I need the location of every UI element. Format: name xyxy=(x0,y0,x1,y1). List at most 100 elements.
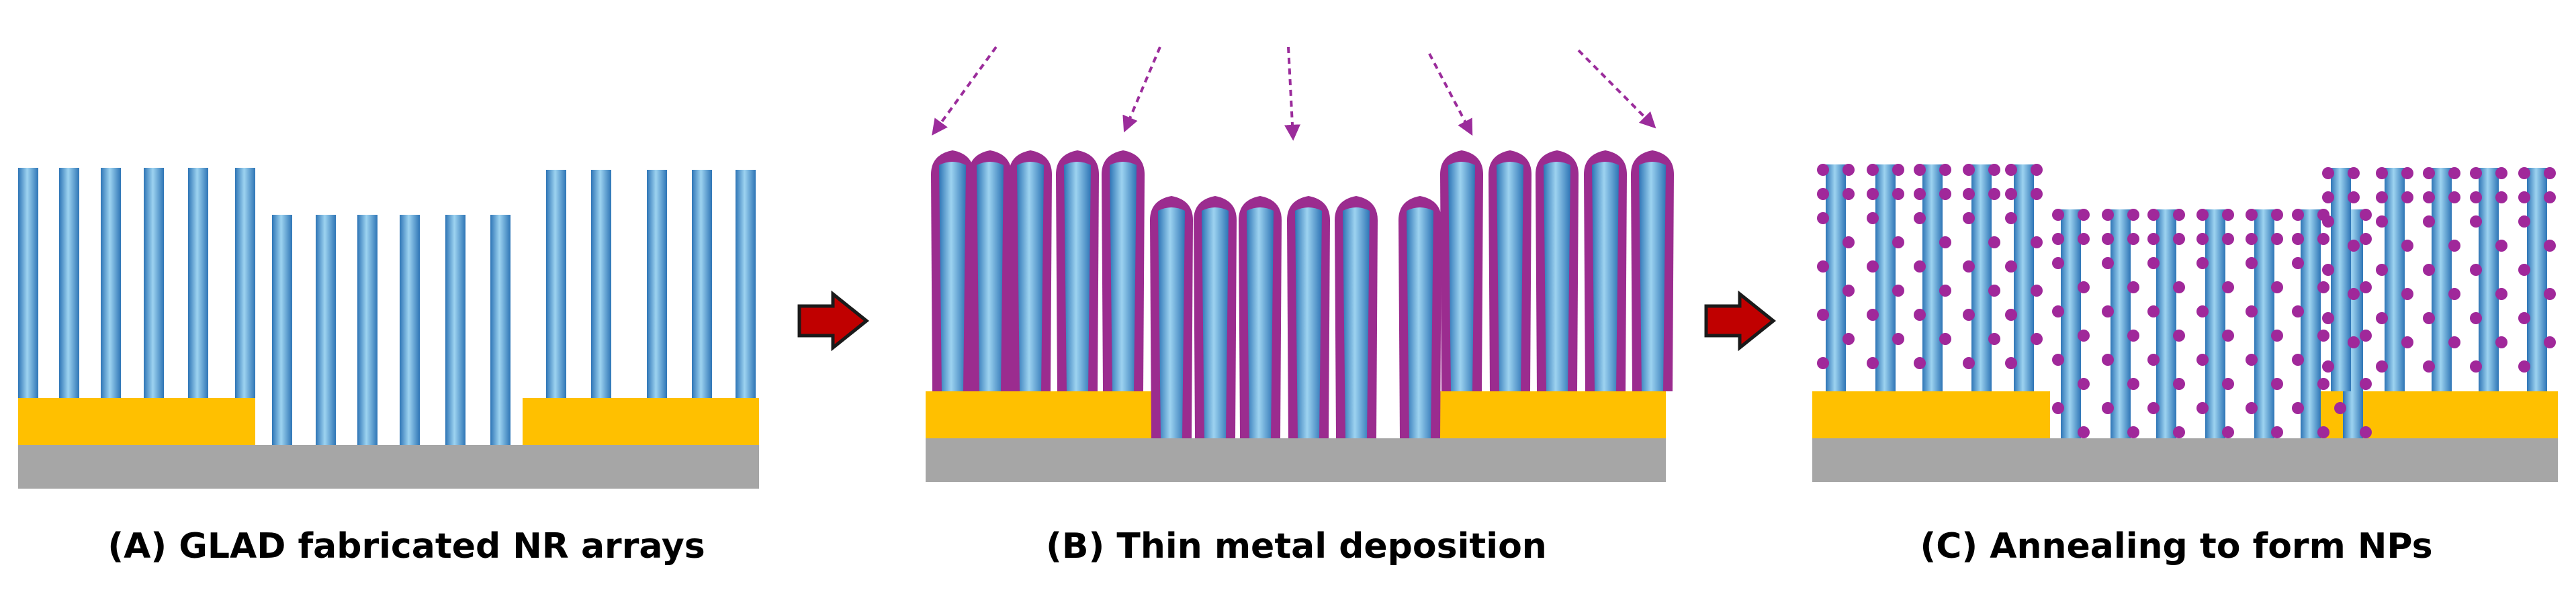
nanoparticle xyxy=(1817,188,1829,200)
nanorod-middle-3 xyxy=(357,215,377,445)
nanorod-left-6 xyxy=(235,168,255,398)
nanorod xyxy=(2205,209,2225,438)
nanoparticle xyxy=(2246,233,2258,245)
metal-pad-right xyxy=(523,398,759,445)
np-rod-left-5 xyxy=(2005,164,2043,391)
nanorod-right-2 xyxy=(591,170,611,398)
nanoparticle xyxy=(2246,209,2258,221)
nanoparticle xyxy=(2102,257,2114,269)
nanoparticle xyxy=(2147,402,2160,414)
nanoparticle xyxy=(2222,281,2234,293)
coated-rod-left-2 xyxy=(969,150,1012,391)
nanorod-middle-5 xyxy=(445,215,465,445)
nanorod-core xyxy=(1295,207,1322,438)
nanoparticle xyxy=(1817,212,1829,224)
nanoparticle xyxy=(2348,167,2360,179)
nanoparticle xyxy=(1817,260,1829,273)
nanoparticle xyxy=(2271,209,2283,221)
nanoparticle xyxy=(2448,191,2460,203)
caption-panel-b: (B) Thin metal deposition xyxy=(1046,526,1547,567)
coated-rod-middle-4 xyxy=(1287,196,1330,438)
process-arrows xyxy=(797,290,1777,352)
nanoparticle xyxy=(1867,309,1879,321)
nanoparticle xyxy=(2360,426,2372,438)
nanoparticle xyxy=(2052,305,2064,317)
nanoparticle xyxy=(2292,257,2304,269)
np-rod-right-5 xyxy=(2518,167,2556,391)
nanoparticle xyxy=(2544,167,2556,179)
coated-rod-left-3 xyxy=(1009,150,1052,391)
nanorod-core xyxy=(1064,162,1091,391)
metal-pad-right xyxy=(1431,391,1666,438)
nanoparticle xyxy=(2005,212,2017,224)
np-rod-left-4 xyxy=(1963,164,2000,391)
nanoparticle xyxy=(2292,233,2304,245)
nanorod-right-5 xyxy=(736,170,756,398)
nanoparticle xyxy=(2544,288,2556,300)
nanorod-core xyxy=(1110,162,1137,391)
nanoparticle xyxy=(2423,191,2435,203)
nanoparticle xyxy=(2102,402,2114,414)
deposition-arrow-5 xyxy=(1577,49,1656,129)
nanorod xyxy=(2111,209,2131,438)
panel-c-annealed-nanoparticles xyxy=(1812,164,2558,482)
nanoparticle xyxy=(2292,305,2304,317)
nanoparticle xyxy=(2271,330,2283,342)
nanoparticle xyxy=(2031,333,2043,345)
nanoparticle xyxy=(2147,209,2160,221)
nanoparticle xyxy=(1817,309,1829,321)
process-arrow-b-to-c xyxy=(1704,290,1777,352)
coated-rod-left-1 xyxy=(931,150,974,391)
nanoparticle xyxy=(2495,240,2507,252)
substrate xyxy=(18,445,759,489)
nanoparticle xyxy=(1963,260,1975,273)
nanoparticle xyxy=(1842,236,1855,248)
nanorod xyxy=(2156,209,2176,438)
nanoparticle xyxy=(2102,233,2114,245)
nanoparticle xyxy=(2031,188,2043,200)
nanoparticle xyxy=(2376,215,2388,228)
nanorod-right-1 xyxy=(546,170,566,398)
nanoparticle xyxy=(2271,378,2283,390)
nanoparticle xyxy=(2173,209,2185,221)
nanoparticle xyxy=(2222,426,2234,438)
nanorod xyxy=(2331,168,2351,391)
nanoparticle xyxy=(2292,402,2304,414)
deposition-arrow-4 xyxy=(1428,53,1473,136)
nanoparticle xyxy=(1867,260,1879,273)
nanoparticle xyxy=(2173,426,2185,438)
nanoparticle xyxy=(2005,260,2017,273)
nanoparticle xyxy=(2448,336,2460,348)
nanoparticle xyxy=(2376,312,2388,324)
nanorod-right-3 xyxy=(647,170,667,398)
nanoparticle xyxy=(2401,336,2413,348)
nanorod xyxy=(1971,164,1992,391)
panel-b-metal-deposition xyxy=(926,46,1674,482)
nanorod-core xyxy=(1407,207,1433,438)
nanoparticle xyxy=(2348,240,2360,252)
nanoparticle xyxy=(2292,354,2304,366)
process-arrow-a-to-b xyxy=(797,290,870,352)
nanorod-middle-4 xyxy=(400,215,420,445)
nanoparticle xyxy=(2052,354,2064,366)
coated-rod-middle-3 xyxy=(1239,196,1282,438)
nanoparticle xyxy=(2334,402,2346,414)
np-rod-middle-4 xyxy=(2196,209,2234,438)
coated-rod-left-4 xyxy=(1056,150,1099,391)
np-rod-right-3 xyxy=(2423,167,2460,391)
nanoparticle xyxy=(2470,264,2482,276)
nanoparticle xyxy=(1939,188,1951,200)
nanoparticle xyxy=(2518,215,2530,228)
coated-rod-right-3 xyxy=(1536,150,1579,391)
np-rod-middle-5 xyxy=(2246,209,2283,438)
nanoparticle xyxy=(2173,378,2185,390)
nanoparticle xyxy=(1867,188,1879,200)
nanoparticle xyxy=(1914,212,1926,224)
np-rod-left-3 xyxy=(1914,164,1951,391)
nanoparticle xyxy=(2147,354,2160,366)
nanoparticle xyxy=(2196,305,2209,317)
nanoparticle xyxy=(2222,378,2234,390)
nanoparticle xyxy=(1867,164,1879,176)
nanoparticle xyxy=(1842,285,1855,297)
